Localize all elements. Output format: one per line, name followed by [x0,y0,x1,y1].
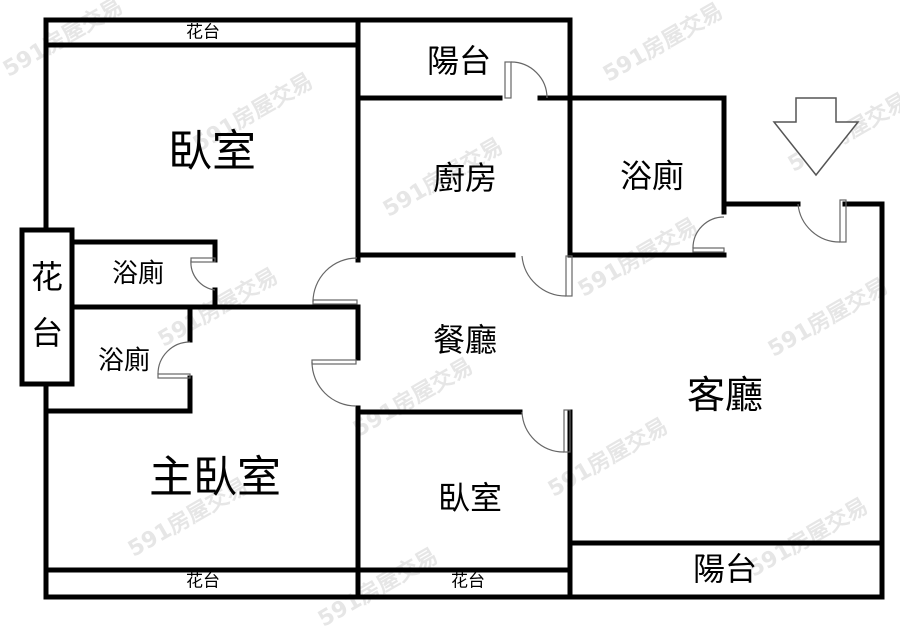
bathroom-lower-left-label: 浴廁 [97,346,151,376]
planter-left-char-2: 台 [30,314,64,352]
planter-bottom-mid-label: 花台 [451,571,485,592]
living-room-label: 客廳 [686,373,764,417]
master-bedroom-label: 主臥室 [149,452,281,503]
balcony-top-label: 陽台 [426,42,492,80]
walls [19,17,885,600]
bedroom-top-label: 臥室 [168,126,256,177]
doors [157,61,847,453]
bathroom-right-label: 浴廁 [619,157,685,195]
floor-plan [19,17,885,600]
planter-top-label: 花台 [186,22,220,43]
balcony-bottom-label: 陽台 [692,550,758,588]
planter-bottom-left-label: 花台 [186,571,220,592]
entrance-arrow-icon [772,97,860,177]
dining-room-label: 餐廳 [432,321,498,359]
planter-left-char-1: 花 [30,258,64,296]
planter-left-label: 花 台 [31,252,63,354]
kitchen-label: 廚房 [432,159,498,197]
bedroom-bottom-label: 臥室 [437,479,503,517]
bathroom-upper-left-label: 浴廁 [111,259,165,289]
